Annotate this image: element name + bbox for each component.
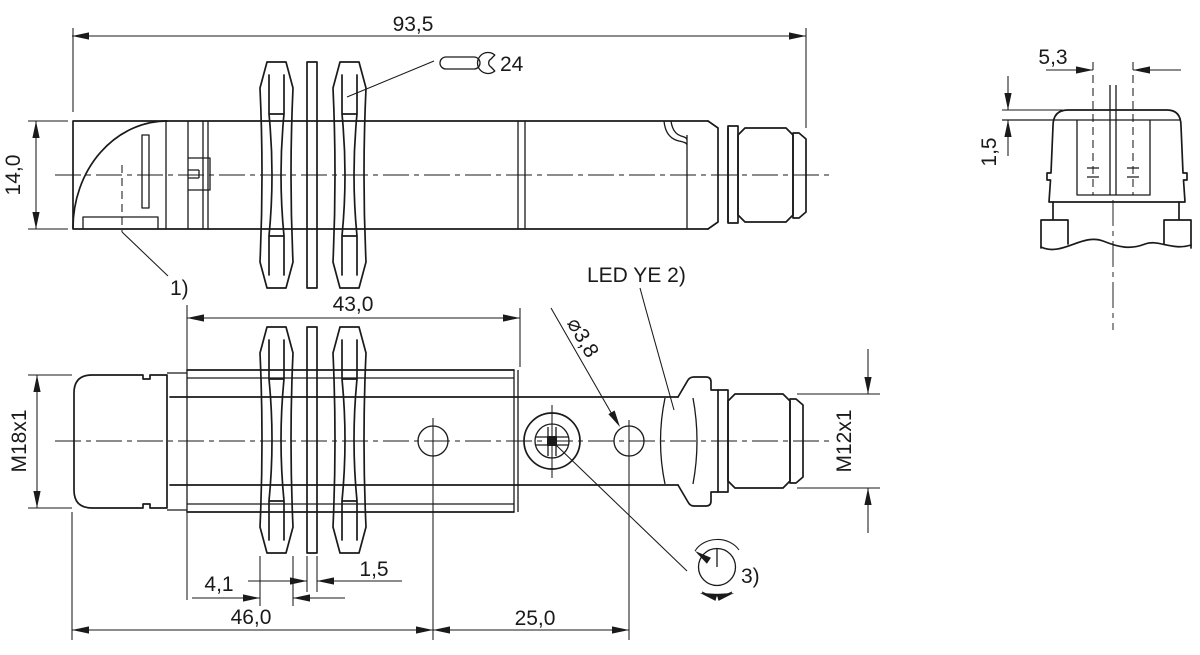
arrowhead [864,377,872,394]
washer [306,61,318,289]
leader-line [346,60,435,98]
spring-clip [663,120,688,229]
dim-slot-depth: 1,5 [978,137,1001,166]
end-slot [1076,120,1151,196]
wrench-icon [439,51,496,75]
arrowhead [700,593,718,601]
arrowhead [32,121,40,138]
dim-wrench-size: 24 [500,53,524,76]
dim-slot-width: 5,3 [1038,46,1067,69]
connector-ring [727,125,739,224]
arrowhead [72,626,89,634]
front-view [55,369,830,513]
potentiometer-icon [694,538,740,597]
dim-washer-width: 1,5 [359,558,388,581]
side-view-dimensions: 93,5 14,0 24 1) [2,13,807,300]
note-1-label: 1) [170,277,189,300]
potentiometer-screw [523,405,581,478]
arrowhead [716,593,734,601]
dim-overall-length: 93,5 [393,13,434,36]
arrowhead [317,577,334,585]
arrowhead [33,491,41,508]
dim-hole-offset: 46,0 [231,606,272,629]
break-line [1040,238,1192,251]
hex-nuts-and-washers [259,61,367,554]
arrowhead [433,626,450,634]
dimension-arrows [32,32,1150,634]
leader-line [550,307,618,424]
dim-nut-section: 43,0 [333,293,374,316]
arrowhead [608,410,620,427]
hex-nut [259,61,294,289]
hex-nut [332,61,367,289]
dim-connector-thread: M12x1 [833,409,856,472]
arrowhead [503,314,520,322]
front-view-dimensions: 43,0 M18x1 4,1 1,5 46,0 25,0 M12x1 LED Y… [8,264,880,640]
arrowhead [864,488,872,505]
sensor-head-cap [73,374,168,509]
arrowhead [612,626,629,634]
arrowhead [72,32,89,40]
dim-led-offset: 25,0 [515,607,556,630]
pot-label: 3) [741,565,760,588]
hex-nut [259,326,294,554]
head-slot [141,134,150,209]
arrowhead [789,32,806,40]
side-view [55,120,830,232]
arrowhead [187,314,204,322]
led-label: LED YE 2) [587,264,686,287]
arrowhead [32,212,40,229]
end-view-body [1046,109,1188,203]
arrowhead [290,577,307,585]
led-window [659,397,698,485]
arrowhead [695,551,711,564]
washer [306,326,318,554]
dim-height: 14,0 [2,155,25,196]
arrowhead [243,594,260,602]
arrowhead [1076,66,1093,74]
clamp-profile [187,121,211,229]
hex-nut [332,326,367,554]
sensing-face-arc [72,120,168,229]
arrowhead [1004,120,1012,137]
arrowhead [1004,93,1012,110]
leader-line [121,231,169,277]
leader-line [639,287,675,411]
arrowhead [33,375,41,392]
arrowhead [1133,66,1150,74]
leader-line [555,444,688,572]
head-base-plate [82,216,159,229]
dim-front-thread: M18x1 [8,409,31,472]
arrowhead [293,594,310,602]
arrowhead [416,626,433,634]
dim-nut-width: 4,1 [204,573,233,596]
end-view: 5,3 1,5 [978,46,1192,330]
